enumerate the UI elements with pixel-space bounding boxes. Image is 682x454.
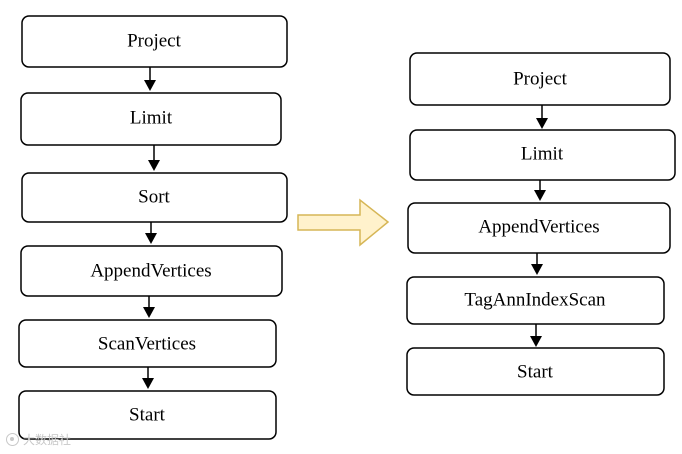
- before-edge-scanvertices-start: [142, 367, 154, 389]
- after-node-tagannindexscan: TagAnnIndexScan: [406, 276, 665, 325]
- after-node-limit: Limit: [409, 129, 676, 181]
- after-node-tagannindexscan-label: TagAnnIndexScan: [464, 290, 606, 311]
- after-edge-appendvertices-tagannindexscan: [531, 253, 543, 275]
- before-node-limit-label: Limit: [130, 108, 173, 129]
- before-node-start: Start: [18, 390, 277, 440]
- before-node-appendvertices-label: AppendVertices: [90, 261, 211, 282]
- before-edge-project-limit: [144, 67, 156, 91]
- before-node-start-label: Start: [129, 405, 166, 426]
- before-node-sort: Sort: [21, 172, 288, 223]
- before-node-scanvertices-label: ScanVertices: [98, 334, 196, 355]
- before-edge-limit-sort: [148, 145, 160, 171]
- before-node-project-label: Project: [127, 31, 182, 52]
- after-node-start-label: Start: [517, 362, 554, 383]
- after-node-appendvertices: AppendVertices: [407, 202, 671, 254]
- after-node-appendvertices-label: AppendVertices: [478, 217, 599, 238]
- after-node-start: Start: [406, 347, 665, 396]
- after-node-project-label: Project: [513, 69, 568, 90]
- before-edge-appendvertices-scanvertices: [143, 296, 155, 318]
- after-plan: Project Limit AppendVertices TagAnnIndex…: [406, 52, 676, 396]
- before-node-project: Project: [21, 15, 288, 68]
- after-edge-tagannindexscan-start: [530, 324, 542, 347]
- before-node-appendvertices: AppendVertices: [20, 245, 283, 297]
- after-edge-limit-appendvertices: [534, 180, 546, 201]
- after-edge-project-limit: [536, 105, 548, 129]
- watermark: 大数据社: [6, 430, 71, 448]
- camera-logo-icon: [6, 432, 19, 446]
- before-edge-sort-appendvertices: [145, 222, 157, 244]
- transform-arrow: [297, 198, 390, 247]
- after-node-project: Project: [409, 52, 671, 106]
- watermark-text: 大数据社: [23, 432, 72, 447]
- before-node-limit: Limit: [20, 92, 282, 146]
- before-plan: Project Limit Sort AppendVertices ScanVe…: [18, 15, 288, 440]
- before-node-sort-label: Sort: [138, 187, 170, 208]
- before-node-scanvertices: ScanVertices: [18, 319, 277, 368]
- after-node-limit-label: Limit: [521, 144, 564, 165]
